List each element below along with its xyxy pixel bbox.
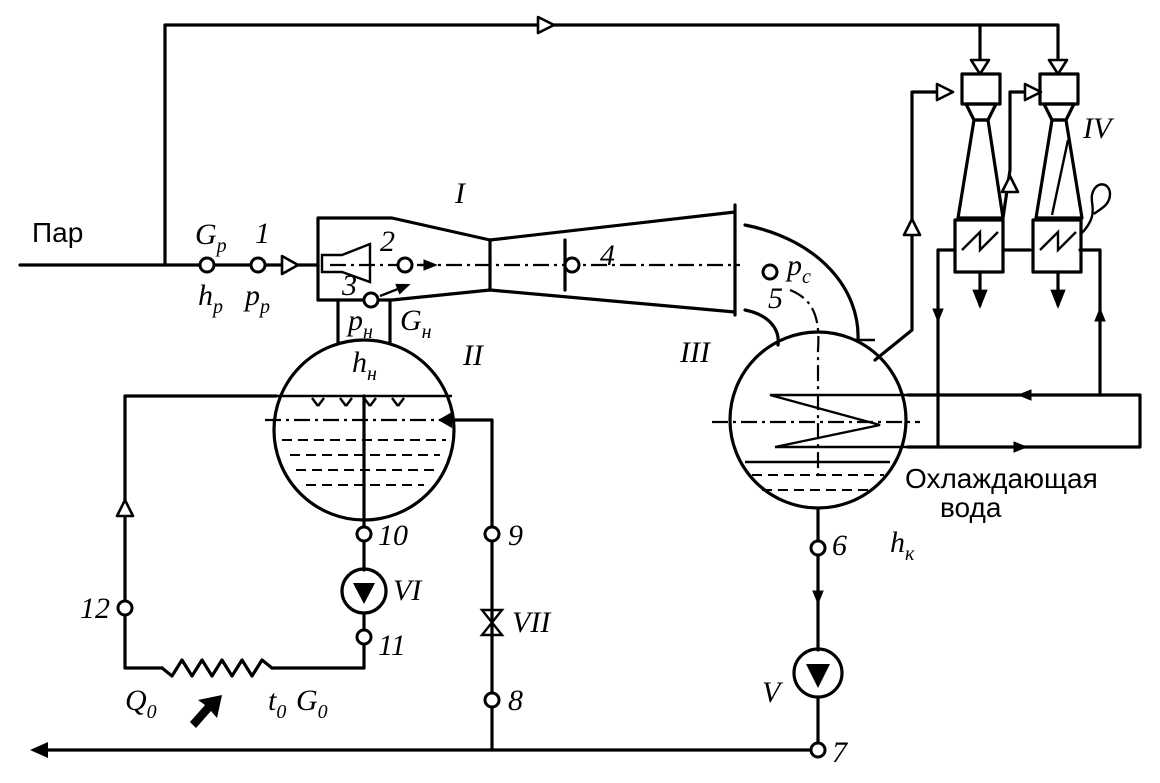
condenser-III <box>712 330 920 510</box>
label-pp: pр <box>243 279 270 318</box>
label-III: III <box>679 336 712 369</box>
condensate-line <box>30 506 844 758</box>
point-7-label: 7 <box>832 736 849 769</box>
label-IV: IV <box>1082 112 1115 145</box>
point-6-label: 6 <box>832 529 847 562</box>
label-Gp: Gр <box>195 218 227 257</box>
point-12-label: 12 <box>80 592 110 625</box>
point-9-label: 9 <box>508 519 523 552</box>
point-3-label: 3 <box>341 269 357 302</box>
cooling-water-label-2: вода <box>940 492 1002 523</box>
flow-arrow-icon <box>280 254 300 276</box>
point-5-label: 5 <box>768 282 783 315</box>
label-hn: hн <box>352 346 377 385</box>
label-pn: pн <box>346 304 373 343</box>
label-G0: G0 <box>296 684 328 723</box>
ejector-I <box>316 203 740 317</box>
label-V: V <box>762 676 784 709</box>
heat-input-arrow-icon <box>190 695 222 728</box>
point-10-label: 10 <box>378 519 408 552</box>
label-Gn: Gн <box>400 304 432 343</box>
ejector-IV-2 <box>1031 72 1112 309</box>
cooling-water-label-1: Охлаждающая <box>905 463 1098 494</box>
label-hp: hр <box>198 279 223 318</box>
point-11-label: 11 <box>378 629 406 662</box>
label-VII: VII <box>512 606 552 639</box>
point-4-label: 4 <box>600 239 615 272</box>
nodes <box>116 256 827 759</box>
label-II: II <box>462 339 485 372</box>
cooling-water-loop <box>906 248 1142 453</box>
heat-exchanger-coil <box>160 658 274 678</box>
condensate-level <box>745 460 890 491</box>
point-1-label: 1 <box>255 217 270 250</box>
spray-icon <box>311 397 405 407</box>
point-2-label: 2 <box>380 225 395 258</box>
label-pc: pc <box>785 249 811 288</box>
label-VI: VI <box>393 574 423 607</box>
point-8-label: 8 <box>508 684 523 717</box>
valve-VII-icon <box>479 608 505 637</box>
label-t0: t0 <box>268 684 286 723</box>
label-I: I <box>454 177 467 210</box>
label-hk: hк <box>890 526 915 565</box>
steam-line <box>18 15 1069 276</box>
ejector-IV-1 <box>873 72 1043 362</box>
label-Q0: Q0 <box>125 684 157 723</box>
steam-label: Пар <box>32 217 83 248</box>
